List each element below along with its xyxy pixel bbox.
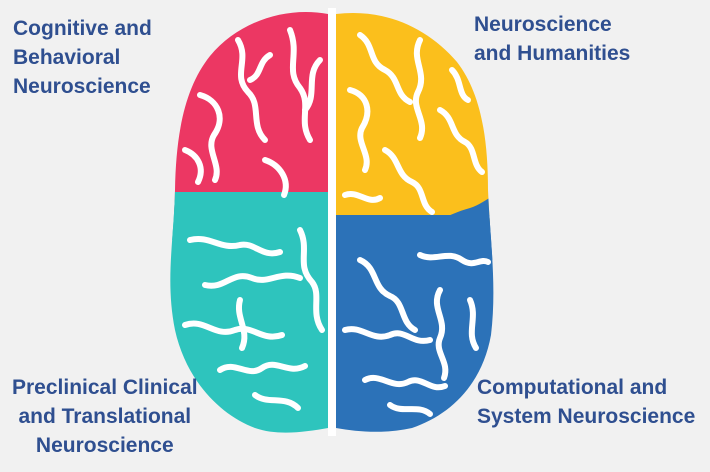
- central-fissure: [328, 8, 336, 436]
- right-sulci: [342, 32, 491, 417]
- right-lobe-boundary: [338, 195, 494, 260]
- label-preclinical-clinical-translational: Preclinical Clinical and Translational N…: [12, 376, 198, 457]
- label-computational-system: Computational and System Neuroscience: [477, 376, 696, 428]
- cognitive-lobe: [170, 11, 328, 212]
- left-hemisphere: [170, 11, 328, 433]
- right-hemisphere: [336, 12, 494, 432]
- label-neuroscience-humanities: Neuroscience and Humanities: [474, 13, 631, 65]
- label-cognitive-behavioral: Cognitive and Behavioral Neuroscience: [13, 17, 152, 98]
- left-lobe-boundary: [170, 195, 328, 240]
- left-sulci: [182, 27, 325, 411]
